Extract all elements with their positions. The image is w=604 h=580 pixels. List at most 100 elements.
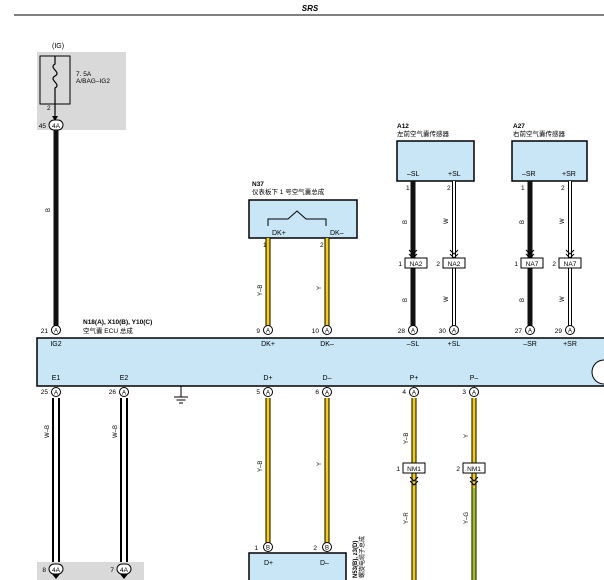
ecu-bottom-pin: 6 xyxy=(315,389,319,396)
ecu-top-pin: 29 xyxy=(555,328,563,335)
ecu-top-connector xyxy=(525,325,535,335)
na-connector-sr-plus: NA7 2 xyxy=(552,249,582,269)
wire-e2 xyxy=(120,398,128,566)
page-title: SRS xyxy=(302,4,319,13)
lower-conn-1: B xyxy=(266,546,270,552)
ground-junction-8: 8 4A xyxy=(42,563,64,579)
wire-color-sr-minus-upper: B xyxy=(520,220,526,224)
wire-color-sl-minus-lower: B xyxy=(403,298,409,302)
n37-box xyxy=(248,199,358,239)
wire-color-sr-plus-upper: W xyxy=(560,218,566,224)
ecu-bottom-connector xyxy=(51,387,61,397)
junction-pin-45: 45 xyxy=(39,123,47,130)
wire-e1 xyxy=(52,398,60,566)
ecu-top-label: –SL xyxy=(407,341,420,348)
ecu-bottom-connector xyxy=(469,387,479,397)
ecu-bottom-pin: 4 xyxy=(402,389,406,396)
na-code-1: NA2 xyxy=(410,261,423,268)
ecu-top-label: –SR xyxy=(523,341,537,348)
na-pin-1: 1 xyxy=(398,261,402,268)
a12-label-sl-plus: +SL xyxy=(448,171,461,178)
ecu-terminal-top-6: 29 A +SR xyxy=(555,325,577,348)
wire-color-ig2: B xyxy=(46,208,52,212)
ecu-bottom-conn: A xyxy=(472,391,476,397)
ecu-bottom-label: P+ xyxy=(410,375,419,382)
ecu-id: N18(A), X10(B), Y10(C) xyxy=(83,319,152,326)
wire-color-dk-plus: Y–B xyxy=(258,285,264,296)
a27-label-sr-plus: +SR xyxy=(562,171,576,178)
n37-id: N37 xyxy=(252,181,264,188)
ecu-top-conn: A xyxy=(568,329,572,335)
a12-id: A12 xyxy=(397,123,409,130)
ecu-bottom-conn: A xyxy=(412,391,416,397)
nm-pin-2: 2 xyxy=(456,466,460,473)
ecu-bottom-connector xyxy=(263,387,273,397)
ecu-top-label: +SR xyxy=(563,341,577,348)
lower-component-pins: 1 B 2 B xyxy=(254,542,332,552)
ecu-top-label: DK– xyxy=(320,341,334,348)
na-pin-4: 2 xyxy=(552,261,556,268)
ecu-terminal-top-5: 27 A –SR xyxy=(515,325,537,348)
na-code-4: NA7 xyxy=(564,261,577,268)
nm-code-1: NM1 xyxy=(407,466,421,473)
n37-pin-2: 2 xyxy=(320,242,324,249)
ecu-top-connector xyxy=(263,325,273,335)
ecu-bottom-pin: 25 xyxy=(41,389,49,396)
wire-color-dk-minus: Y xyxy=(317,286,323,290)
ecu-top-conn: A xyxy=(266,329,270,335)
wire-color-e2: W–B xyxy=(113,425,119,438)
n37-label-dk-plus: DK+ xyxy=(272,230,286,237)
a12-label-sl-minus: –SL xyxy=(407,171,420,178)
a27-label-sr-minus: –SR xyxy=(522,171,536,178)
fuse-panel xyxy=(37,52,126,130)
ecu-terminal-top-3: 28 A –SL xyxy=(398,325,420,348)
fuse-circuit-label: (IG) xyxy=(52,43,64,50)
lower-label-d-plus: D+ xyxy=(264,560,273,567)
nm-code-2: NM1 xyxy=(467,466,481,473)
ecu-top-pin: 28 xyxy=(398,328,406,335)
ecu-box xyxy=(36,337,604,387)
na-code-2: NA2 xyxy=(448,261,461,268)
fuse-symbol xyxy=(52,56,58,116)
ecu-top-conn: A xyxy=(452,329,456,335)
junction-code: 4A xyxy=(52,123,61,130)
ecu-bottom-label: P– xyxy=(470,375,479,382)
ecu-bottom-pin: 5 xyxy=(256,389,260,396)
ecu-top-conn: A xyxy=(411,329,415,335)
ecu-top-label: +SL xyxy=(448,341,461,348)
wire-color-sl-plus-lower: W xyxy=(444,296,450,302)
ecu-top-connector xyxy=(322,325,332,335)
ecu-top-pin: 9 xyxy=(256,328,260,335)
ecu-top-pin: 27 xyxy=(515,328,523,335)
ecu-name: 空气囊 ECU 总成 xyxy=(83,326,133,335)
lower-component-id: N53(B), z3(D) xyxy=(353,541,359,578)
lower-conn-2: B xyxy=(325,546,329,552)
wire-color-p-minus-upper: Y xyxy=(464,434,470,438)
lower-component-box xyxy=(248,552,347,580)
na-pin-3: 1 xyxy=(514,261,518,268)
wire-color-d-minus: Y xyxy=(317,462,323,466)
ecu-bottom-label: E2 xyxy=(120,375,129,382)
ecu-top-connector xyxy=(449,325,459,335)
gj-code-7: 4A xyxy=(120,567,129,574)
ecu-top-conn: A xyxy=(528,329,532,335)
ecu-bottom-conn: A xyxy=(122,391,126,397)
lower-pin-1: 1 xyxy=(254,545,258,552)
wire-color-d-plus: Y–B xyxy=(258,461,264,472)
gj-pin-7: 7 xyxy=(110,567,114,574)
na-connector-sr-minus: NA7 1 xyxy=(514,249,544,269)
ecu-top-connector xyxy=(565,325,575,335)
a27-box xyxy=(511,140,588,182)
n37-squib-symbol xyxy=(267,210,327,226)
ecu-top-pin: 10 xyxy=(312,328,320,335)
n37-name: 仪表板下 1 号空气囊总成 xyxy=(252,187,325,196)
ecu-bottom-pin: 3 xyxy=(462,389,466,396)
gj-code-8: 4A xyxy=(52,567,61,574)
